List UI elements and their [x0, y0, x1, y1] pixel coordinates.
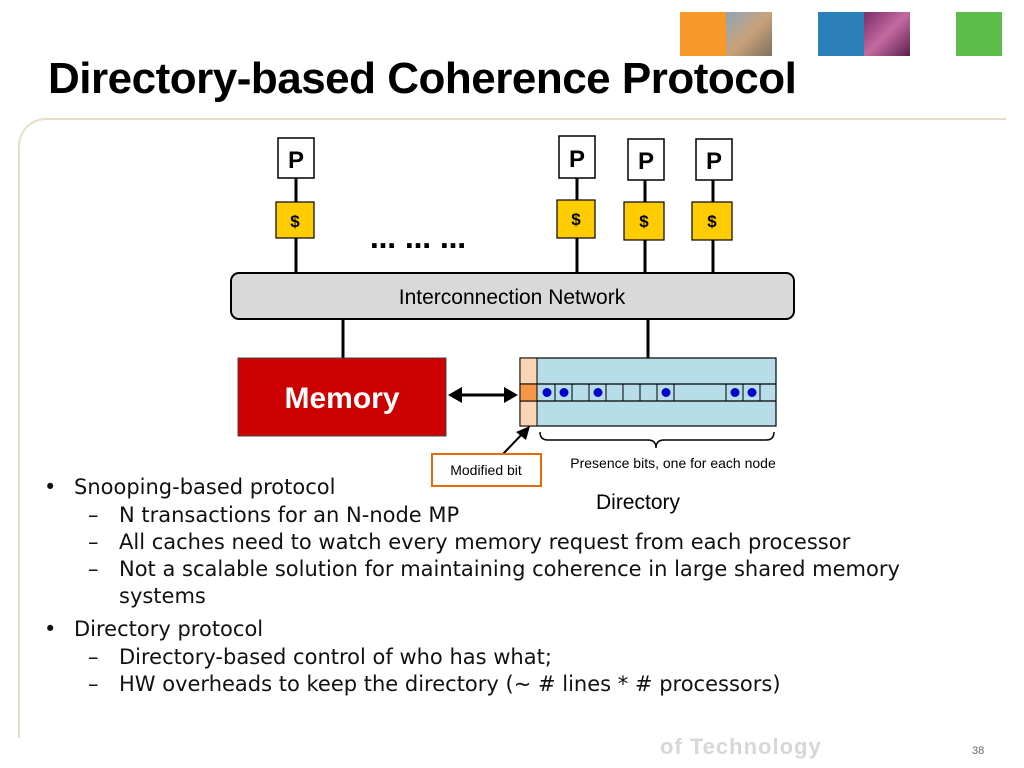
processor-label-3: P: [638, 148, 654, 175]
cache-node-1: $: [275, 201, 315, 239]
presence-bits-brace: [539, 431, 775, 449]
content-frame: [18, 118, 1006, 738]
sub-bullet-n-transactions: N transactions for an N-node MP: [40, 502, 980, 529]
memory-block: Memory: [237, 357, 447, 437]
presence-dots: [542, 388, 757, 397]
processor-node-2: P: [558, 135, 596, 179]
ellipsis-more-nodes: … … …: [370, 225, 466, 255]
cache-label-3: $: [639, 212, 649, 231]
cache-label-1: $: [290, 212, 300, 231]
processor-label-2: P: [569, 146, 585, 173]
sub-bullet-directory-control: Directory-based control of who has what;: [40, 644, 980, 671]
processor-label-4: P: [706, 148, 722, 175]
interconnection-network: Interconnection Network: [230, 272, 795, 320]
cache-node-4: $: [691, 201, 733, 241]
network-label: Interconnection Network: [399, 286, 626, 309]
bullet-snooping: Snooping-based protocol: [40, 472, 980, 502]
modified-bit-pointer: [502, 426, 530, 455]
header-decoration-green: [956, 12, 1002, 56]
bullet-list: Snooping-based protocol N transactions f…: [40, 472, 980, 698]
processor-label-1: P: [288, 147, 304, 174]
presence-bit-cells: [554, 384, 761, 401]
slide-number: 38: [972, 745, 985, 757]
header-decoration-photo-1: [726, 12, 772, 56]
slide-title: Directory-based Coherence Protocol: [48, 54, 797, 103]
presence-bits-label: Presence bits, one for each node: [570, 455, 776, 471]
processor-node-4: P: [695, 138, 733, 181]
bullet-directory: Directory protocol: [40, 614, 980, 644]
processor-node-1: P: [277, 137, 315, 179]
cache-label-2: $: [571, 210, 581, 229]
cache-node-3: $: [623, 201, 665, 241]
processor-node-3: P: [627, 138, 665, 181]
sub-bullet-hw-overheads: HW overheads to keep the directory (~ # …: [40, 671, 980, 698]
memory-label: Memory: [284, 382, 399, 415]
cache-label-4: $: [707, 212, 717, 231]
header-decoration-blue: [818, 12, 864, 56]
cache-node-2: $: [556, 199, 596, 239]
institution-logo: of Technology: [660, 734, 822, 759]
modified-bit-cell: [519, 383, 538, 402]
header-decoration-photo-2: [864, 12, 910, 56]
header-decoration-orange: [680, 12, 726, 56]
directory-table: [519, 357, 777, 427]
sub-bullet-not-scalable: Not a scalable solution for maintaining …: [40, 556, 920, 610]
memory-directory-arrow: [448, 387, 518, 403]
sub-bullet-caches-watch: All caches need to watch every memory re…: [40, 529, 980, 556]
